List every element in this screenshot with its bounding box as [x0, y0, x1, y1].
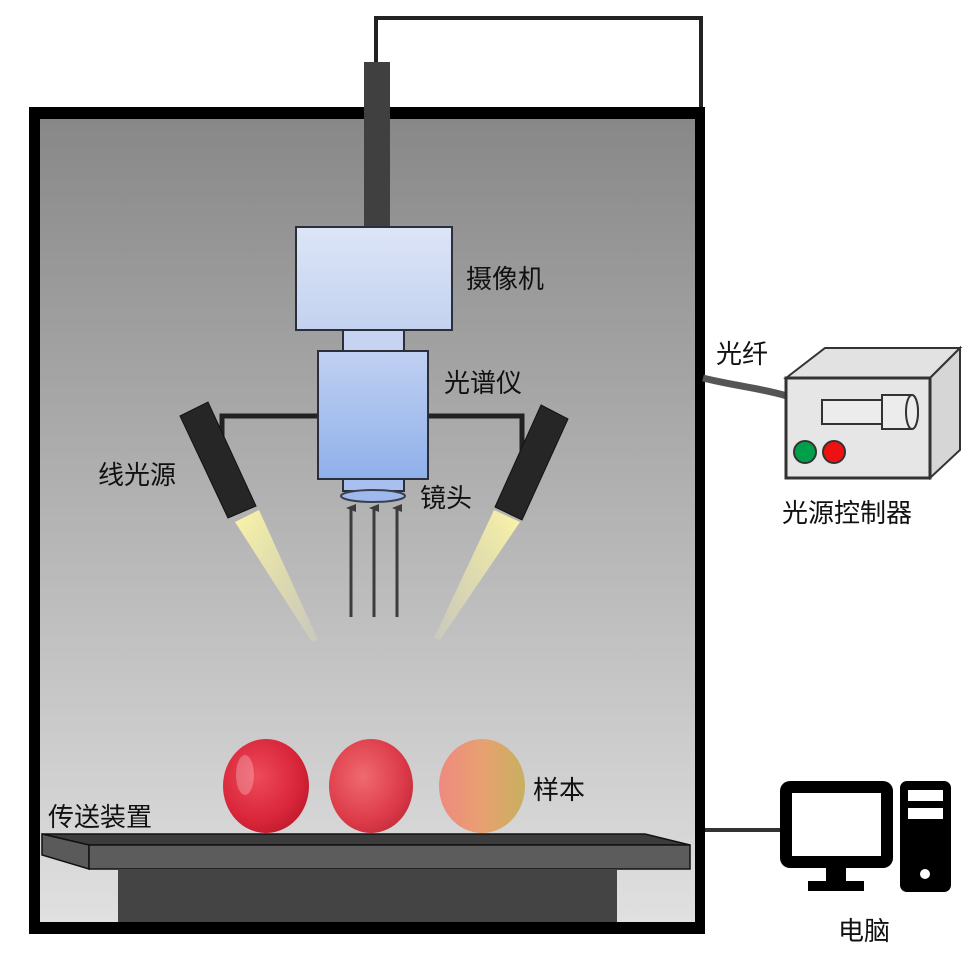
left-light-beam — [235, 510, 318, 642]
lens-label: 镜头 — [420, 484, 472, 514]
controller-bulb-housing — [821, 399, 883, 425]
right-light-beam — [434, 510, 520, 640]
right-line-light-lamp — [494, 404, 569, 521]
reflected-light-arrows — [346, 504, 402, 617]
spectrometer-body — [317, 350, 429, 480]
monitor-neck — [826, 868, 846, 884]
conveyor-device — [41, 833, 691, 922]
computer-label: 电脑 — [838, 917, 890, 947]
monitor-stand — [808, 881, 864, 891]
camera-spectrometer-coupling — [342, 329, 405, 352]
spectrometer-label: 光谱仪 — [444, 369, 522, 399]
optical-fiber-cable — [702, 374, 788, 400]
conveyor-label: 传送装置 — [48, 803, 152, 833]
apple-sample-1 — [223, 739, 309, 833]
monitor-screen — [792, 793, 881, 856]
conveyor-belt-front — [88, 844, 691, 870]
camera-label: 摄像机 — [466, 265, 544, 295]
apple-sample-3 — [439, 739, 525, 833]
conveyor-belt-top — [41, 833, 691, 846]
green-button-icon[interactable] — [793, 440, 817, 464]
conveyor-base — [118, 869, 617, 922]
camera-mount-rod — [364, 62, 390, 227]
light-source-controller-label: 光源控制器 — [782, 499, 912, 529]
red-button-icon[interactable] — [822, 440, 846, 464]
apple-sample-1-highlight — [236, 755, 254, 795]
light-source-controller — [783, 345, 963, 481]
line-light-source-label: 线光源 — [98, 461, 176, 491]
lens-glass — [340, 489, 406, 503]
camera-body — [295, 226, 453, 331]
left-line-light-lamp — [179, 401, 257, 519]
computer-icon[interactable] — [780, 781, 951, 892]
controller-bulb-cap — [905, 394, 919, 430]
sample-label: 样本 — [533, 776, 585, 806]
samples — [223, 739, 525, 833]
pc-drive-bay-2 — [908, 808, 943, 819]
optical-fiber-label: 光纤 — [716, 340, 768, 370]
pc-drive-bay-1 — [908, 790, 943, 801]
pc-power-button — [920, 869, 930, 879]
apple-sample-2 — [329, 739, 413, 833]
fiber-cable-top — [374, 16, 703, 108]
